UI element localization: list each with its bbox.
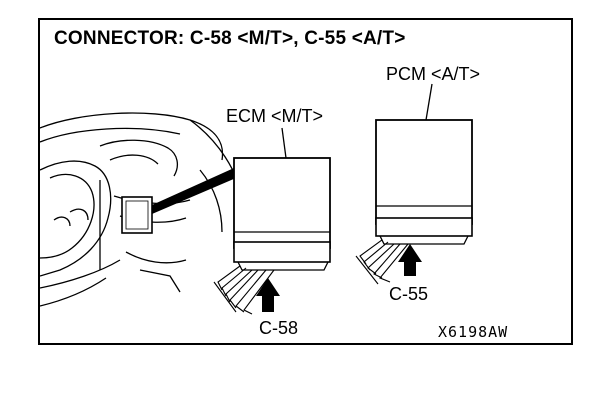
ecm-harness: [213, 265, 275, 315]
ecm-location-marker: [121, 196, 153, 234]
figure-id: X6198AW: [438, 323, 509, 341]
c58-label: C-58: [259, 318, 299, 338]
diagram-artwork: [40, 83, 473, 315]
ecm-module: [233, 157, 331, 271]
c55-arrow: [398, 244, 422, 276]
ecm-label: ECM <M/T>: [226, 106, 324, 126]
pcm-harness: [355, 239, 409, 285]
c55-label: C-55: [389, 284, 429, 304]
diagram-frame: CONNECTOR: C-58 <M/T>, C-55 <A/T> PCM <A…: [38, 18, 573, 345]
diagram-title: CONNECTOR: C-58 <M/T>, C-55 <A/T>: [54, 28, 406, 49]
c58-arrow: [256, 278, 280, 312]
pcm-module: [375, 119, 473, 245]
location-pointer: [152, 168, 236, 214]
pcm-label: PCM <A/T>: [386, 64, 481, 84]
